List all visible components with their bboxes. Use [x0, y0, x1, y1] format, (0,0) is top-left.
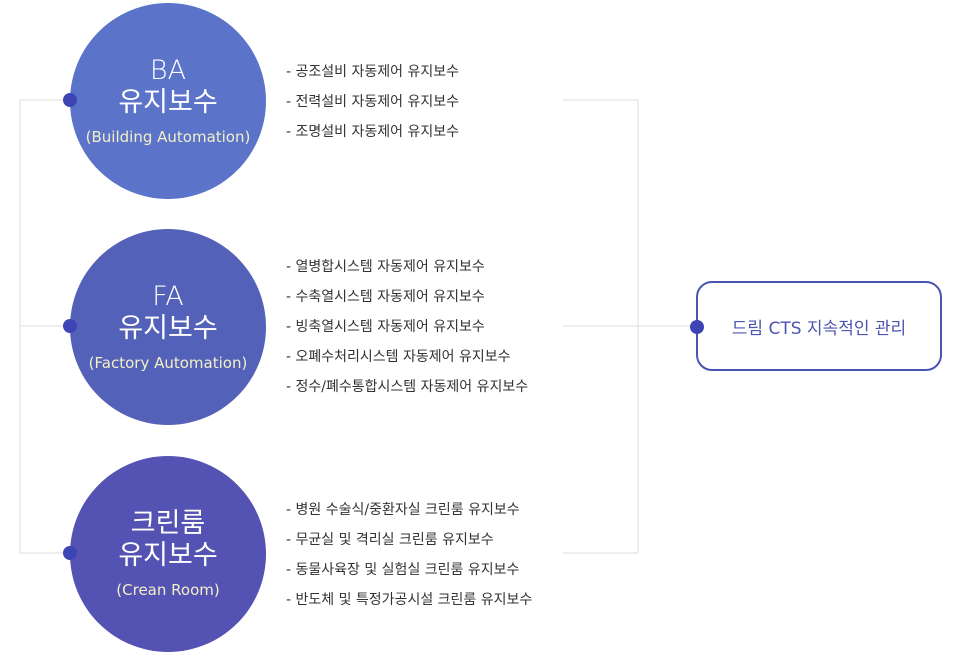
result-label: 드림 CTS 지속적인 관리 — [731, 318, 907, 339]
circle-fa-subtitle: (Factory Automation) — [88, 354, 248, 372]
node-dot-cleanroom — [63, 546, 77, 560]
circle-ba-subtitle: (Building Automation) — [85, 128, 251, 146]
list-item: - 병원 수술식/중환자실 크린룸 유지보수 — [286, 502, 520, 518]
list-item: - 무균실 및 격리실 크린룸 유지보수 — [286, 532, 494, 548]
list-item: - 빙축열시스템 자동제어 유지보수 — [286, 319, 485, 335]
circle-cleanroom-title-1: 크린룸 — [130, 508, 206, 539]
circle-fa-title-1: FA — [152, 281, 184, 312]
list-item: - 반도체 및 특정가공시설 크린룸 유지보수 — [286, 592, 533, 608]
list-item: - 정수/폐수통합시스템 자동제어 유지보수 — [286, 379, 529, 395]
list-item: - 오폐수처리시스템 자동제어 유지보수 — [286, 349, 511, 365]
circle-cleanroom-subtitle: (Crean Room) — [116, 581, 220, 599]
list-item: - 공조설비 자동제어 유지보수 — [286, 64, 459, 80]
list-cleanroom: - 병원 수술식/중환자실 크린룸 유지보수 - 무균실 및 격리실 크린룸 유… — [286, 495, 532, 615]
node-dot-fa — [63, 319, 77, 333]
circle-ba-title-1: BA — [149, 55, 187, 86]
circle-cleanroom: 크린룸 유지보수 (Crean Room) — [70, 456, 266, 652]
list-item: - 수축열시스템 자동제어 유지보수 — [286, 289, 485, 305]
node-dot-result — [690, 320, 704, 334]
list-item: - 조명설비 자동제어 유지보수 — [286, 124, 459, 140]
list-item: - 열병합시스템 자동제어 유지보수 — [286, 259, 485, 275]
list-item: - 전력설비 자동제어 유지보수 — [286, 94, 459, 110]
result-box: 드림 CTS 지속적인 관리 — [696, 281, 942, 371]
list-item: - 동물사육장 및 실험실 크린룸 유지보수 — [286, 562, 520, 578]
list-fa: - 열병합시스템 자동제어 유지보수 - 수축열시스템 자동제어 유지보수 - … — [286, 252, 528, 402]
circle-fa-title-2: 유지보수 — [118, 313, 218, 344]
list-ba: - 공조설비 자동제어 유지보수 - 전력설비 자동제어 유지보수 - 조명설비… — [286, 57, 459, 147]
circle-ba: BA 유지보수 (Building Automation) — [70, 3, 266, 199]
circle-ba-title-2: 유지보수 — [118, 87, 218, 118]
node-dot-ba — [63, 93, 77, 107]
circle-fa: FA 유지보수 (Factory Automation) — [70, 229, 266, 425]
circle-cleanroom-title-2: 유지보수 — [118, 540, 218, 571]
